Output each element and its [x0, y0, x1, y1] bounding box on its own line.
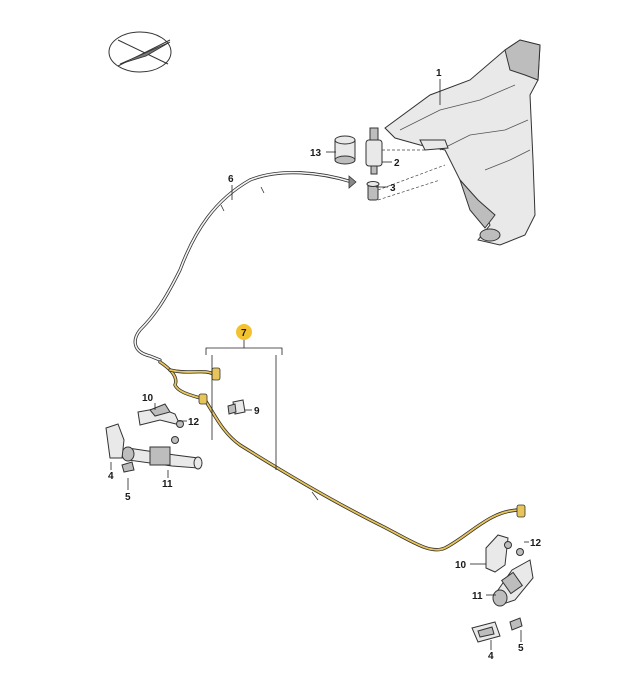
left-washer-bracket: [137, 403, 181, 426]
callout-7: 7: [241, 328, 247, 339]
reservoir-cap: [334, 135, 356, 165]
left-washer-nozzle-cylinder: [121, 446, 203, 470]
callout-4-left: 4: [108, 471, 114, 482]
direction-arrow-icon: [108, 31, 172, 73]
callout-10-right: 10: [455, 560, 467, 571]
right-washer-cover: [471, 621, 501, 643]
callout-13: 13: [310, 148, 322, 159]
right-washer-nozzle-cylinder: [492, 559, 534, 607]
pump-grommet: [366, 181, 380, 201]
right-washer-bracket: [485, 534, 509, 573]
callout-1: 1: [436, 68, 442, 79]
left-washer-cover: [105, 423, 125, 459]
callout-5-left: 5: [125, 492, 131, 503]
washer-pump: [365, 127, 383, 175]
callout-10-left: 10: [142, 393, 154, 404]
callout-11-left: 11: [162, 479, 173, 490]
callout-2: 2: [394, 158, 400, 169]
hose-clip: [227, 399, 246, 415]
washer-hose-main: [133, 171, 357, 362]
hose-set-highlighted: [158, 360, 526, 552]
callout-6: 6: [228, 174, 234, 185]
callout-3: 3: [390, 183, 396, 194]
callout-9: 9: [254, 406, 260, 417]
right-clip-screw: [504, 541, 524, 631]
callout-12-left: 12: [188, 417, 200, 428]
callout-7-badge: [236, 324, 252, 340]
left-clip-screw: [121, 420, 184, 473]
washer-reservoir: [384, 39, 541, 246]
callout-11-right: 11: [472, 591, 483, 602]
callout-12-right: 12: [530, 538, 542, 549]
callout-5-right: 5: [518, 643, 524, 654]
callout-4-right: 4: [488, 651, 494, 662]
